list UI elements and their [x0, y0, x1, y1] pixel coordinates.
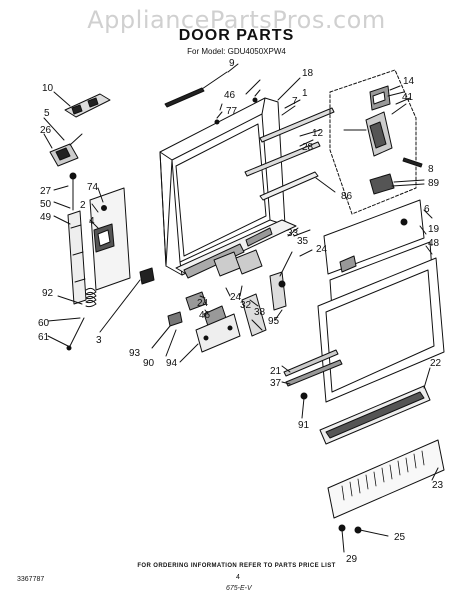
callout-22: 22 [430, 358, 442, 369]
part-49-rail [67, 210, 87, 305]
callout-37: 37 [270, 378, 282, 389]
part-23-kick-plate [327, 439, 445, 519]
callout-32: 32 [240, 300, 252, 311]
callout-61: 61 [38, 332, 50, 343]
callout-18: 18 [302, 68, 314, 79]
callout-12: 12 [312, 128, 324, 139]
callout-86: 86 [341, 191, 353, 202]
part-12-rail [259, 107, 335, 143]
callout-5: 5 [44, 108, 50, 119]
callout-94: 94 [166, 358, 178, 369]
callout-24: 24 [316, 244, 328, 255]
callout-6: 6 [424, 204, 430, 215]
part-6-control-panel [323, 199, 425, 275]
callout-46: 46 [224, 90, 236, 101]
callout-46b: 46 [199, 310, 211, 321]
part-28-rail [244, 141, 321, 177]
callout-24b: 24 [197, 298, 209, 309]
callout-50: 50 [40, 199, 52, 210]
part-21-strip [283, 349, 339, 377]
part-95-bracket [241, 293, 267, 337]
callout-8: 8 [428, 164, 434, 175]
callout-35: 35 [297, 236, 309, 247]
part-60-spring [85, 287, 97, 308]
callout-28: 28 [302, 142, 314, 153]
part-8-rod [402, 157, 423, 168]
callout-1: 1 [302, 88, 308, 99]
callout-labels: 9 10 18 46 77 1 7 14 41 5 26 12 28 27 74… [38, 58, 444, 565]
callout-92: 92 [42, 288, 54, 299]
callout-2: 2 [80, 200, 86, 211]
callout-74: 74 [87, 182, 99, 193]
callout-29: 29 [346, 554, 358, 565]
part-10-bracket [64, 93, 111, 118]
handwritten-note: 675-E-V [226, 585, 252, 592]
ordering-info-footer: FOR ORDERING INFORMATION REFER TO PARTS … [137, 563, 336, 569]
callout-25: 25 [394, 532, 406, 543]
callout-41: 41 [402, 92, 414, 103]
callout-77: 77 [226, 106, 238, 117]
callout-10: 10 [42, 83, 54, 94]
callout-24c: 24 [230, 292, 242, 303]
watermark: AppliancePartsPros.com [87, 6, 386, 34]
part-37-strip [285, 359, 343, 387]
callout-89: 89 [428, 178, 440, 189]
part-86-strip [259, 171, 319, 201]
callout-90: 90 [143, 358, 155, 369]
callout-3: 3 [96, 335, 102, 346]
callout-23: 23 [432, 480, 444, 491]
model-subtitle: For Model: GDU4050XPW4 [187, 47, 286, 56]
part-9-strip [164, 87, 205, 108]
callout-49: 49 [40, 212, 52, 223]
document-number: 3367787 [17, 576, 45, 583]
callout-38: 38 [254, 307, 266, 318]
callout-19: 19 [428, 224, 440, 235]
callout-60: 60 [38, 318, 50, 329]
part-94-bracket [195, 313, 241, 353]
part-89-clip [369, 173, 395, 195]
callout-91: 91 [298, 420, 310, 431]
callout-27: 27 [40, 186, 52, 197]
callout-93: 93 [129, 348, 141, 359]
callout-48: 48 [428, 238, 440, 249]
callout-26: 26 [40, 125, 52, 136]
callout-21: 21 [270, 366, 282, 377]
callout-9: 9 [229, 58, 235, 69]
page-number: 4 [236, 574, 240, 581]
callout-33: 33 [287, 228, 299, 239]
callout-4: 4 [89, 216, 95, 227]
callout-7: 7 [292, 96, 298, 107]
callout-14: 14 [403, 76, 415, 87]
page-title: DOOR PARTS [178, 27, 295, 44]
callout-95: 95 [268, 316, 280, 327]
